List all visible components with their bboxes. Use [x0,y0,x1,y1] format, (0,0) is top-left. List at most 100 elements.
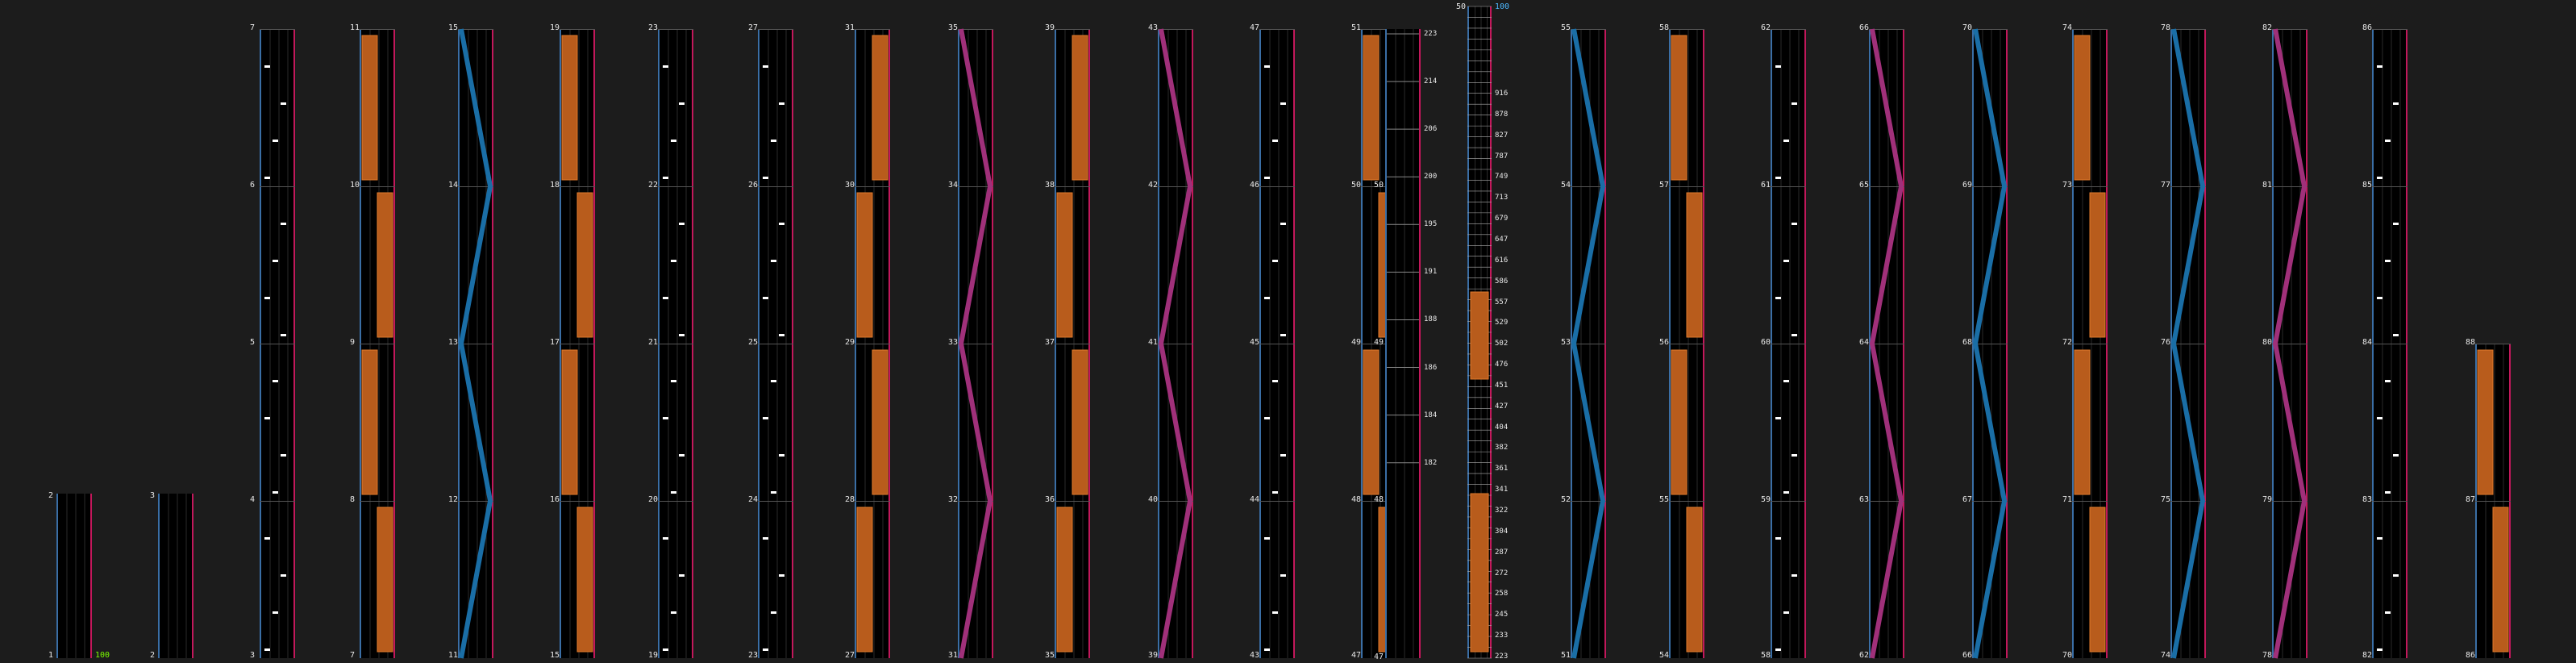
marker [1280,334,1286,336]
signal-line [958,28,993,659]
track-label-38: 38 [1045,181,1055,190]
track-label-44: 44 [1250,495,1260,504]
track-label-18: 18 [550,181,560,190]
track-content-58 [1775,65,1797,651]
track-label-70: 70 [2062,651,2073,660]
row-divider [958,186,993,187]
marker [1280,102,1286,105]
track-label-5: 5 [250,338,256,347]
ladder-value: 647 [1495,235,1509,244]
bar-segment [1072,35,1088,181]
ladder-value: 827 [1495,131,1509,140]
track-label-39: 39 [1148,651,1159,660]
track-label-31: 31 [845,23,855,32]
track-label-47: 47 [1250,23,1260,32]
scale-value: 214 [1424,77,1438,86]
marker [1280,454,1286,457]
track-label-50: 50 [1351,181,1362,190]
track-label-58: 58 [1659,23,1670,32]
track-label-34: 34 [948,181,959,190]
marker [2377,648,2382,651]
marker [1775,65,1781,68]
bar-segment [1363,35,1380,181]
ladder-value: 382 [1495,444,1509,452]
marker [264,648,270,651]
track-content-15 [561,35,593,653]
track-label-67: 67 [1962,495,1973,504]
track-content-19 [663,65,685,651]
row-divider [758,29,793,30]
row-divider [260,186,295,187]
row-divider [260,29,295,30]
marker [273,380,278,382]
row-divider [658,501,693,502]
track-label-36: 36 [1045,495,1055,504]
ladder-value: 476 [1495,361,1509,369]
track-label-73: 73 [2062,181,2073,190]
track-label-51: 51 [1351,23,1362,32]
row-divider [360,29,395,30]
marker [1264,648,1270,651]
track-label-28: 28 [845,495,855,504]
track-label-53: 53 [1561,338,1571,347]
track-label-43: 43 [1250,651,1260,660]
track-label-47: 47 [1351,651,1362,660]
track-column-1[interactable] [56,494,92,658]
row-divider [2072,501,2108,502]
row-divider [958,501,993,502]
track-label-75: 75 [2161,495,2171,504]
row-divider [855,186,890,187]
track-label-27: 27 [845,651,855,660]
bar-segment [1072,349,1088,495]
bar-segment [2089,192,2106,338]
track-content-27 [856,35,888,653]
track-label-68: 68 [1962,338,1973,347]
track-label-49: 49 [1374,338,1384,347]
marker [763,177,768,179]
ladder-value: 787 [1495,152,1509,161]
track-label-23: 23 [748,651,759,660]
bar-segment [1671,35,1688,181]
row-divider [1055,29,1090,30]
ladder-value: 287 [1495,548,1509,557]
track-content-7 [361,35,393,653]
row-divider [1361,29,1396,30]
ladder-value: 404 [1495,423,1509,432]
ladder-value: 233 [1495,632,1509,640]
track-label-31: 31 [948,651,959,660]
row-divider [458,501,493,502]
row-divider [1669,29,1704,30]
row-divider [958,29,993,30]
track-label-17: 17 [550,338,560,347]
track-label-11: 11 [448,651,459,660]
track-label-86: 86 [2466,651,2476,660]
bar-segment [2492,507,2509,653]
row-divider [1055,186,1090,187]
bar-segment [1056,507,1073,653]
row-divider [1869,186,1904,187]
track-label-56: 56 [1659,338,1670,347]
scale-column[interactable] [1385,29,1421,658]
row-divider [560,29,595,30]
track-content-78 [2272,28,2308,659]
marker [763,417,768,419]
track-label-6: 6 [250,181,256,190]
track-content-86 [2477,349,2509,653]
track-content-70 [2074,35,2106,653]
track-label-69: 69 [1962,181,1973,190]
marker [663,417,668,419]
marker [1792,574,1797,577]
marker [2385,260,2391,262]
marker [671,140,676,142]
row-divider [2372,186,2407,187]
track-label-46: 46 [1250,181,1260,190]
track-column-2[interactable] [158,494,194,658]
marker [2393,102,2399,105]
marker [2393,334,2399,336]
marker [663,537,668,540]
ladder-value: 616 [1495,256,1509,265]
scale-value: 188 [1424,315,1438,324]
track-label-40: 40 [1148,495,1159,504]
ladder-value: 272 [1495,569,1509,578]
marker [779,334,784,336]
